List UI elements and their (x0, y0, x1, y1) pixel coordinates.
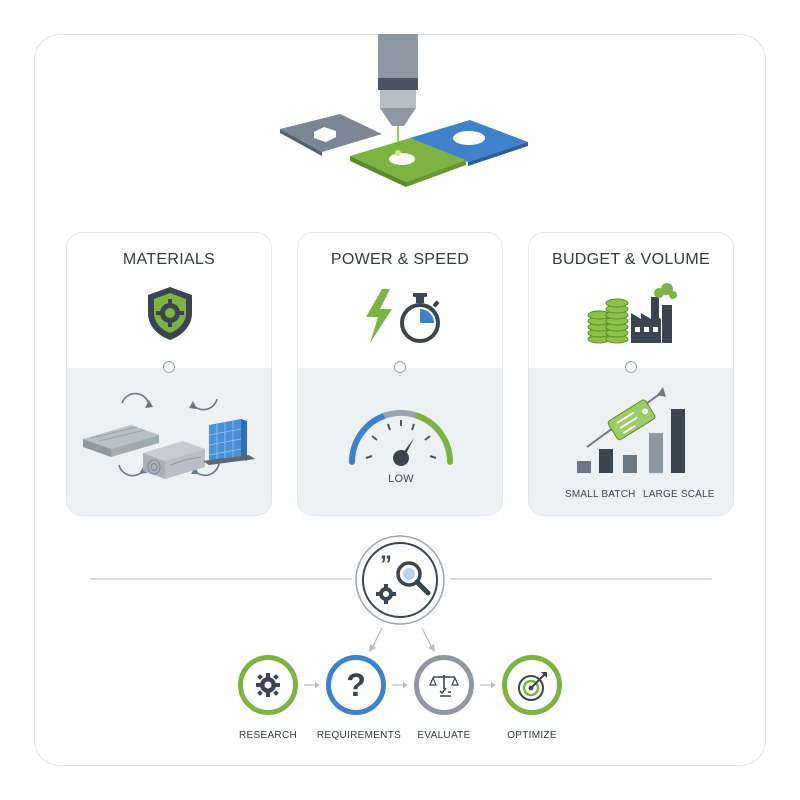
step-research[interactable] (238, 655, 298, 715)
speed-gauge-icon (348, 409, 454, 466)
budget-volume-card: BUDGET & VOLUME (528, 232, 734, 516)
power-speed-title: POWER & SPEED (330, 251, 470, 268)
question-mark-icon: ? (346, 668, 366, 702)
gear-icon (256, 673, 280, 697)
axis-right-label: LARGE SCALE (643, 489, 715, 500)
power-speed-connector (394, 361, 406, 373)
materials-title: MATERIALS (122, 251, 216, 268)
step-research-label: RESEARCH (239, 730, 297, 741)
budget-volume-title: BUDGET & VOLUME (551, 251, 710, 268)
step-arrow-3 (480, 682, 496, 688)
laser-cutter-icon (280, 34, 528, 187)
step-evaluate[interactable] (414, 655, 474, 715)
materials-card: MATERIALS (66, 232, 272, 516)
svg-text:”: ” (380, 551, 392, 578)
right-divider (450, 578, 712, 580)
materials-stack-icon (83, 392, 255, 479)
left-divider (90, 578, 352, 580)
lightning-stopwatch-icon (366, 289, 440, 343)
coins-factory-icon (587, 283, 677, 344)
step-optimize-label: OPTIMIZE (507, 730, 557, 741)
volume-bar-chart-icon (577, 387, 685, 473)
step-arrow-2 (392, 682, 408, 688)
quote-search-gear-icon: ” (355, 535, 445, 625)
branch-arrows (369, 627, 435, 652)
shield-gear-icon (148, 287, 192, 340)
balance-scale-checklist-icon (429, 675, 459, 697)
step-evaluate-label: EVALUATE (417, 730, 471, 741)
materials-connector (163, 361, 175, 373)
step-arrow-1 (304, 682, 320, 688)
step-requirements[interactable]: ? (326, 655, 386, 715)
budget-volume-connector (625, 361, 637, 373)
gauge-label: LOW (388, 473, 414, 485)
axis-left-label: SMALL BATCH (565, 489, 636, 500)
power-speed-card: POWER & SPEED LOW (297, 232, 503, 516)
step-optimize[interactable] (502, 655, 562, 715)
svg-text:?: ? (346, 668, 366, 702)
target-arrow-icon (518, 672, 547, 701)
step-requirements-label: REQUIREMENTS (316, 730, 402, 741)
